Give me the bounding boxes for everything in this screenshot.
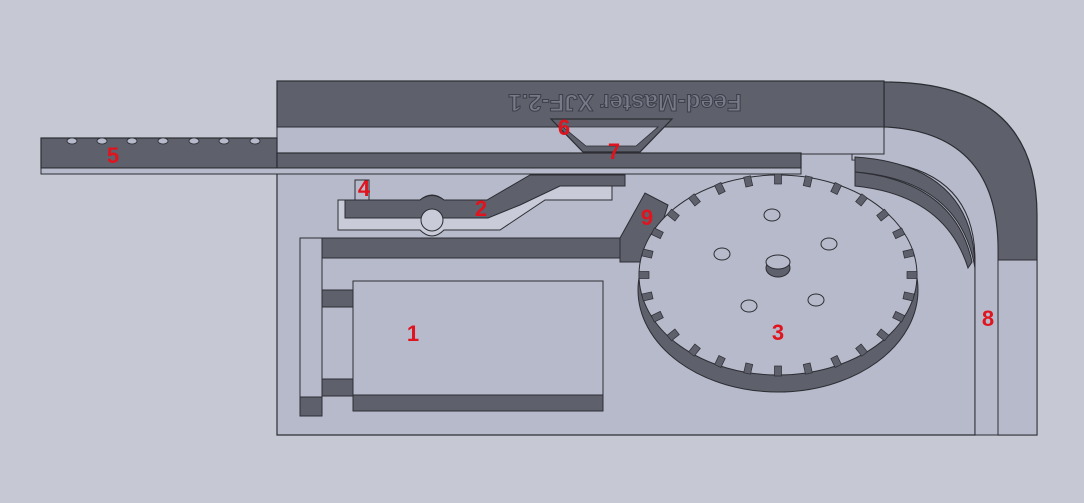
- lever-end-block: [354, 179, 370, 201]
- rotor-hole: [713, 247, 731, 261]
- rotor-slot: [638, 271, 650, 279]
- rotor-slot: [688, 193, 701, 207]
- rotor-slot: [802, 175, 813, 188]
- rotor-slot: [743, 362, 754, 375]
- label-1: 1: [407, 321, 419, 346]
- hopper-floor: [561, 126, 660, 147]
- rotor-disk: [637, 173, 919, 393]
- label-9: 9: [641, 205, 653, 230]
- rotor-slot: [855, 193, 868, 207]
- rotor-slot: [906, 271, 918, 279]
- rotor-hole: [807, 293, 825, 307]
- rotor-slot: [876, 208, 890, 222]
- battery-body: [352, 280, 604, 412]
- rotor-slot: [714, 182, 726, 195]
- label-4: 4: [358, 176, 371, 201]
- rail-holes: [66, 137, 261, 145]
- rail-hole: [188, 137, 200, 145]
- rotor-slot: [774, 173, 782, 185]
- rail-hole: [66, 137, 78, 145]
- rotor-hole: [763, 208, 781, 222]
- rotor-slot: [714, 355, 726, 368]
- rotor-hole: [740, 299, 758, 313]
- battery-clip-upper: [321, 289, 354, 308]
- rotor-slot: [892, 310, 906, 323]
- rotor-slot: [650, 310, 664, 323]
- feed-rail-underside: [40, 167, 802, 175]
- rotor-hub-top: [765, 254, 791, 270]
- rotor-slot: [641, 248, 654, 259]
- rotor-slots: [638, 173, 918, 377]
- rotor-slot: [666, 208, 680, 222]
- curved-inner-wall-face: [854, 171, 973, 270]
- label-7: 7: [608, 139, 620, 164]
- lever-pivot: [420, 208, 444, 232]
- rail-hole: [157, 137, 169, 145]
- rail-hole: [126, 137, 138, 145]
- rotor-slot: [743, 175, 754, 188]
- rotor-slot: [830, 355, 842, 368]
- exit-wall: [997, 259, 1038, 436]
- rotor-slot: [802, 362, 813, 375]
- rotor-slot: [688, 343, 701, 357]
- model-engraving: Feed-Master XJF-2.1: [508, 89, 741, 116]
- rotor-slot: [855, 343, 868, 357]
- battery-clip-lower: [321, 378, 354, 397]
- label-6: 6: [558, 115, 570, 140]
- rotor-slot: [830, 182, 842, 195]
- label-3: 3: [772, 320, 784, 345]
- rail-hole: [96, 137, 108, 145]
- label-8: 8: [982, 306, 994, 331]
- curved-inner-wall: [854, 156, 976, 271]
- compartment-wall-left: [299, 237, 323, 417]
- rail-hole: [218, 137, 230, 145]
- label-2: 2: [475, 196, 487, 221]
- rotor-hole: [820, 237, 838, 251]
- rotor-slot: [774, 365, 782, 377]
- label-5: 5: [107, 143, 119, 168]
- rotor-slot: [892, 227, 906, 240]
- feed-rail-body: [276, 152, 802, 169]
- rotor-slot: [876, 328, 890, 342]
- compartment-wall-left-face: [299, 396, 323, 417]
- rail-hole: [249, 137, 261, 145]
- lever-arm: [344, 174, 626, 219]
- compartment-wall-top: [299, 237, 631, 259]
- rotor-slot: [902, 248, 915, 259]
- rotor-slot: [650, 227, 664, 240]
- rotor-slot: [641, 291, 654, 302]
- rotor-slot: [902, 291, 915, 302]
- battery-bottom-face: [352, 394, 604, 412]
- rotor-slot: [666, 328, 680, 342]
